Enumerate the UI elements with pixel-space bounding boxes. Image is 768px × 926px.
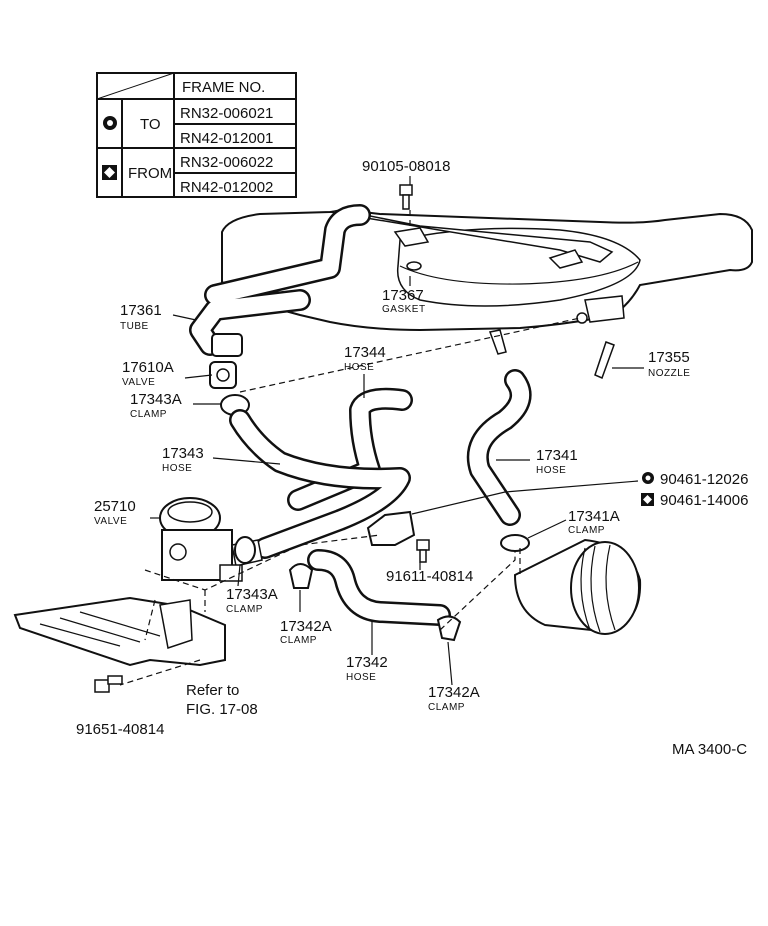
callout-number: 25710	[94, 498, 136, 515]
callout-17342: 17342 HOSE	[346, 654, 388, 683]
callout-number: 17342A	[280, 618, 332, 635]
callout-number: 17342	[346, 654, 388, 671]
callout-90461-14006: 90461-14006	[641, 492, 748, 509]
air-cleaner-case	[221, 209, 753, 355]
callout-name: NOZZLE	[648, 368, 690, 379]
callout-17344: 17344 HOSE	[344, 344, 386, 373]
callout-number: 17343A	[226, 586, 278, 603]
callout-name: CLAMP	[130, 409, 167, 420]
callout-number: 17361	[120, 302, 162, 319]
callout-name: CLAMP	[280, 635, 317, 646]
direction-to: TO	[140, 116, 161, 133]
frame-from-1: RN32-006022	[180, 154, 273, 171]
diamond-symbol	[102, 165, 117, 180]
callout-name: VALVE	[94, 516, 127, 527]
callout-name: VALVE	[122, 377, 155, 388]
hose-17343	[229, 409, 411, 559]
callout-name: HOSE	[536, 465, 566, 476]
callout-number: 17341A	[568, 508, 620, 525]
callout-17343A-lower: 17343A CLAMP	[226, 586, 278, 615]
bracket-90461	[366, 510, 416, 546]
callout-name: CLAMP	[428, 702, 465, 713]
clamp-17341A	[500, 534, 530, 552]
callout-name: TUBE	[120, 321, 149, 332]
callout-17341A: 17341A CLAMP	[568, 508, 620, 536]
callout-17610A: 17610A VALVE	[122, 359, 174, 388]
callout-number: 17344	[344, 344, 386, 361]
drawing-code: MA 3400-C	[672, 741, 747, 758]
callout-17341: 17341 HOSE	[536, 447, 578, 476]
callout-number: 91651-40814	[76, 721, 164, 738]
frame-table-header: FRAME NO.	[182, 79, 265, 96]
callout-90461-12026: 90461-12026	[642, 471, 748, 488]
callout-number: 17610A	[122, 359, 174, 376]
assembly-guide-lines	[119, 210, 581, 686]
circle-symbol	[103, 116, 117, 130]
leader-lines	[150, 176, 644, 686]
callout-91611-40814: 91611-40814	[386, 568, 473, 585]
callout-17367: 17367 GASKET	[382, 287, 426, 315]
frame-to-1: RN32-006021	[180, 105, 273, 122]
bolt-91651	[94, 675, 123, 693]
direction-from: FROM	[128, 165, 172, 182]
callout-90105-08018: 90105-08018	[362, 158, 450, 175]
callout-name: HOSE	[162, 463, 192, 474]
callout-number: 90461-14006	[660, 492, 748, 509]
bolt-90105	[399, 184, 413, 210]
callout-number: 17355	[648, 349, 690, 366]
callout-17361: 17361 TUBE	[120, 302, 162, 332]
callout-number: 91611-40814	[386, 568, 473, 585]
valve-17610A	[209, 333, 243, 389]
frame-from-2: RN42-012002	[180, 179, 273, 196]
callout-number: 17367	[382, 287, 424, 304]
callout-17343: 17343 HOSE	[162, 445, 204, 474]
callout-number: 17342A	[428, 684, 480, 701]
clamp-17342A-right	[436, 615, 462, 642]
callout-number: 17343	[162, 445, 204, 462]
clamp-17342A-left	[288, 563, 314, 589]
callout-name: CLAMP	[226, 604, 263, 615]
clamp-17343A-lower	[234, 536, 256, 564]
callout-17342A-right: 17342A CLAMP	[428, 684, 480, 713]
refer-line-1: Refer to	[186, 682, 239, 699]
callout-name: HOSE	[346, 672, 376, 683]
charcoal-canister	[513, 538, 642, 635]
gasket-17367	[406, 261, 422, 271]
hose-17342	[307, 549, 451, 626]
callout-17355: 17355 NOZZLE	[648, 349, 690, 379]
tube-17361	[189, 204, 371, 356]
mounting-bracket	[13, 596, 226, 667]
frame-number-table: FRAME NO. TO RN32-006021 RN42-012001 FRO…	[96, 72, 297, 198]
callout-name: GASKET	[382, 304, 426, 315]
bolt-91611	[416, 539, 430, 563]
refer-line-2: FIG. 17-08	[186, 701, 258, 718]
refer-note: Refer to FIG. 17-08	[186, 682, 258, 718]
callout-number: 90105-08018	[362, 158, 450, 175]
hose-17344	[287, 387, 413, 511]
callout-17343A-top: 17343A CLAMP	[130, 391, 182, 420]
callout-name: HOSE	[344, 362, 374, 373]
nozzle-17355	[594, 341, 615, 380]
hose-17341	[466, 369, 532, 526]
callout-91651-40814: 91651-40814	[76, 721, 164, 738]
callout-17342A-left: 17342A CLAMP	[280, 618, 332, 646]
callout-number: 17341	[536, 447, 578, 464]
callout-25710: 25710 VALVE	[94, 498, 136, 527]
frame-to-2: RN42-012001	[180, 130, 273, 147]
callout-number: 90461-12026	[660, 471, 748, 488]
callout-name: CLAMP	[568, 525, 605, 536]
callout-number: 17343A	[130, 391, 182, 408]
